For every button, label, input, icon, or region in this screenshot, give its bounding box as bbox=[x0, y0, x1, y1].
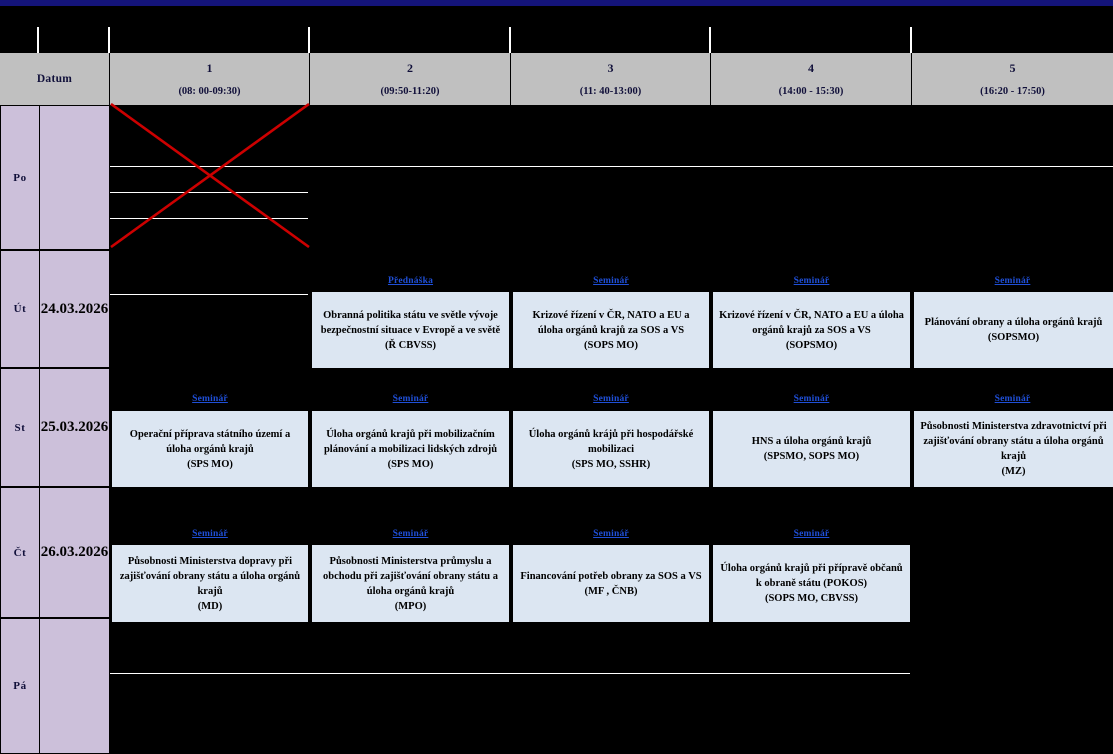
rule-fri-span bbox=[110, 673, 910, 674]
kind-label-thu-1: Seminář bbox=[192, 529, 228, 539]
header-period-4: 4 (14:00 - 15:30) bbox=[711, 53, 912, 105]
lesson-org: (SOPSMO) bbox=[987, 332, 1040, 343]
header-period-5: 5 (16:20 - 17:50) bbox=[912, 53, 1113, 105]
kind-label-tue-3: Seminář bbox=[593, 276, 629, 286]
lesson-org: (SPS MO) bbox=[187, 458, 233, 470]
kind-label-thu-4: Seminář bbox=[793, 529, 830, 539]
lesson-title: Krizové řízení v ČR, NATO a EU a úloha o… bbox=[532, 309, 690, 336]
lesson-wed-1[interactable]: Operační příprava státního území a úloha… bbox=[111, 411, 309, 487]
kind-label-tue-4: Seminář bbox=[793, 276, 830, 286]
lesson-org: (MZ) bbox=[1001, 466, 1026, 477]
header-top-blank-1 bbox=[110, 27, 310, 53]
lesson-title: Plánování obrany a úloha orgánů krajů bbox=[924, 317, 1103, 328]
day-label-ct: Čt bbox=[0, 487, 40, 618]
lesson-org: (SPS MO) bbox=[387, 458, 434, 470]
kind-label-tue-5: Seminář bbox=[994, 276, 1031, 286]
kind-label-tue-2: Přednáška bbox=[387, 276, 434, 286]
kind-label-wed-1: Seminář bbox=[192, 394, 228, 404]
lesson-title: Financování potřeb obrany za SOS a VS bbox=[520, 570, 702, 582]
rule-mon-span bbox=[110, 166, 910, 167]
rule-tue-col1 bbox=[110, 294, 308, 295]
lesson-org: (SOPS MO, CBVSS) bbox=[764, 593, 859, 604]
kind-label-wed-5: Seminář bbox=[994, 394, 1031, 404]
date-st: 25.03.2026 bbox=[39, 368, 110, 487]
day-label-ut: Út bbox=[0, 250, 40, 368]
lesson-org: (MPO) bbox=[394, 600, 427, 612]
rule-mon-b bbox=[110, 192, 308, 193]
period-time: (14:00 - 15:30) bbox=[778, 85, 844, 97]
lesson-org: (SPSMO, SOPS MO) bbox=[763, 451, 860, 462]
lesson-title: Operační příprava státního území a úloha… bbox=[129, 428, 291, 455]
top-accent-rule bbox=[0, 0, 1113, 6]
lesson-tue-3[interactable]: Krizové řízení v ČR, NATO a EU a úloha o… bbox=[512, 292, 710, 368]
header-top-blank-2 bbox=[310, 27, 511, 53]
lesson-org: (SPS MO, SSHR) bbox=[571, 458, 651, 470]
lesson-org: (MD) bbox=[197, 600, 223, 612]
header-datum: Datum bbox=[0, 53, 110, 105]
lesson-thu-2[interactable]: Působnosti Ministerstva průmyslu a obcho… bbox=[311, 545, 510, 622]
date-po bbox=[39, 105, 110, 250]
lesson-org: (MF , ČNB) bbox=[584, 585, 638, 597]
header-top-blank-5 bbox=[912, 27, 1113, 53]
period-time: (11: 40-13:00) bbox=[579, 85, 642, 97]
kind-label-thu-3: Seminář bbox=[593, 529, 629, 539]
day-label-po: Po bbox=[0, 105, 40, 250]
header-top-blank-3 bbox=[511, 27, 711, 53]
lesson-title: Působnosti Ministerstva zdravotnictví př… bbox=[920, 421, 1107, 462]
lesson-title: Působnosti Ministerstva dopravy při zaji… bbox=[119, 555, 301, 597]
period-time: (16:20 - 17:50) bbox=[980, 85, 1045, 97]
lesson-thu-4[interactable]: Úloha orgánů krajů při přípravě občanů k… bbox=[712, 545, 911, 622]
lesson-title: Úloha orgánů krájů při hospodářské mobil… bbox=[528, 428, 694, 455]
lesson-org: (Ř CBVSS) bbox=[384, 339, 437, 351]
lesson-title: Obranná politika státu ve světle vývoje … bbox=[320, 309, 501, 336]
lesson-tue-4[interactable]: Krizové řízení v ČR, NATO a EU a úloha o… bbox=[712, 292, 911, 368]
date-pa bbox=[39, 618, 110, 754]
period-number: 4 bbox=[808, 60, 814, 75]
period-number: 2 bbox=[407, 60, 413, 75]
period-time: (08: 00-09:30) bbox=[178, 85, 241, 97]
kind-label-wed-2: Seminář bbox=[392, 394, 429, 404]
top-spacer bbox=[0, 6, 1113, 27]
kind-label-wed-3: Seminář bbox=[593, 394, 629, 404]
header-corner-blank-date bbox=[39, 27, 110, 53]
kind-label-wed-4: Seminář bbox=[793, 394, 830, 404]
lesson-title: Úloha orgánů krajů při mobilizačním plán… bbox=[323, 428, 498, 455]
lesson-tue-2[interactable]: Obranná politika státu ve světle vývoje … bbox=[311, 292, 510, 368]
lesson-wed-3[interactable]: Úloha orgánů krájů při hospodářské mobil… bbox=[512, 411, 710, 487]
date-ct: 26.03.2026 bbox=[39, 487, 110, 618]
header-period-3: 3 (11: 40-13:00) bbox=[511, 53, 711, 105]
lesson-org: (SOPS MO) bbox=[584, 339, 638, 351]
lesson-title: HNS a úloha orgánů krajů bbox=[751, 436, 872, 447]
header-period-2: 2 (09:50-11:20) bbox=[310, 53, 511, 105]
date-ut: 24.03.2026 bbox=[39, 250, 110, 368]
header-period-1: 1 (08: 00-09:30) bbox=[110, 53, 310, 105]
lesson-title: Krizové řízení v ČR, NATO a EU a úloha o… bbox=[719, 309, 904, 336]
lesson-wed-4[interactable]: HNS a úloha orgánů krajů (SPSMO, SOPS MO… bbox=[712, 411, 911, 487]
lesson-org: (SOPSMO) bbox=[785, 339, 838, 351]
lesson-thu-1[interactable]: Působnosti Ministerstva dopravy při zaji… bbox=[111, 545, 309, 622]
lesson-title: Působnosti Ministerstva průmyslu a obcho… bbox=[323, 555, 498, 597]
lesson-wed-5[interactable]: Působnosti Ministerstva zdravotnictví př… bbox=[913, 411, 1113, 487]
period-time: (09:50-11:20) bbox=[380, 85, 440, 97]
day-label-pa: Pá bbox=[0, 618, 40, 754]
header-top-blank-4 bbox=[711, 27, 912, 53]
header-corner-blank-day bbox=[0, 27, 39, 53]
kind-label-thu-2: Seminář bbox=[392, 529, 429, 539]
rule-mon-c bbox=[110, 218, 308, 219]
lesson-tue-5[interactable]: Plánování obrany a úloha orgánů krajů (S… bbox=[913, 292, 1113, 368]
period-number: 5 bbox=[1009, 60, 1016, 75]
cancelled-cross-icon bbox=[110, 103, 310, 248]
day-label-st: St bbox=[0, 368, 40, 487]
period-number: 1 bbox=[206, 60, 213, 75]
period-number: 3 bbox=[607, 60, 614, 75]
lesson-wed-2[interactable]: Úloha orgánů krajů při mobilizačním plán… bbox=[311, 411, 510, 487]
lesson-thu-3[interactable]: Financování potřeb obrany za SOS a VS (M… bbox=[512, 545, 710, 622]
lesson-title: Úloha orgánů krajů při přípravě občanů k… bbox=[720, 563, 903, 589]
